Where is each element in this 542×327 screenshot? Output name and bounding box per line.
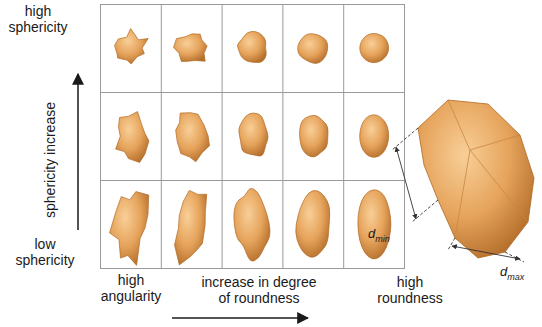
axis-label: low sphericity: [4, 236, 86, 268]
grid-line: [282, 5, 283, 269]
sample-particle: [418, 100, 534, 258]
grid-line: [101, 92, 405, 93]
particle-shape: [110, 192, 149, 266]
dimension-label: dmax: [500, 264, 524, 285]
extension-line: [448, 238, 455, 250]
grid-line: [161, 5, 162, 269]
particle-shape: [300, 115, 328, 157]
particle-shape: [358, 190, 391, 259]
axis-arrow: [77, 74, 79, 230]
extension-line: [392, 128, 418, 150]
particle-shape: [116, 112, 149, 163]
dmin-line: [396, 147, 416, 219]
particle-shape: [237, 31, 266, 62]
grid-frame: [101, 5, 405, 269]
grid-line: [343, 5, 344, 269]
dimension-label: dmin: [368, 226, 390, 247]
particle-shape: [298, 34, 328, 64]
particle-facet: [448, 100, 528, 238]
axis-label: high angularity: [92, 272, 170, 304]
axis-label: sphericity increase: [42, 102, 58, 218]
axis-label: high sphericity: [0, 3, 76, 35]
grid-line: [101, 180, 405, 181]
particle-shape: [234, 188, 270, 261]
particle-shape: [174, 34, 208, 62]
particle-shape: [239, 113, 268, 156]
particle-shape: [176, 113, 210, 162]
particle-shape: [360, 34, 389, 63]
dimension-lines: [392, 128, 524, 262]
particle-shapes: [110, 29, 391, 266]
axis-label: high roundness: [366, 274, 454, 306]
dmax-line: [452, 246, 520, 259]
grid-line: [222, 5, 223, 269]
axis-arrow: [172, 317, 308, 319]
particle-shape: [175, 190, 207, 265]
axis-label: increase in degree of roundness: [194, 274, 324, 306]
particle-shape: [115, 29, 149, 64]
grid: [101, 5, 405, 269]
particle-shape: [360, 115, 389, 157]
particle-shape: [296, 191, 330, 258]
